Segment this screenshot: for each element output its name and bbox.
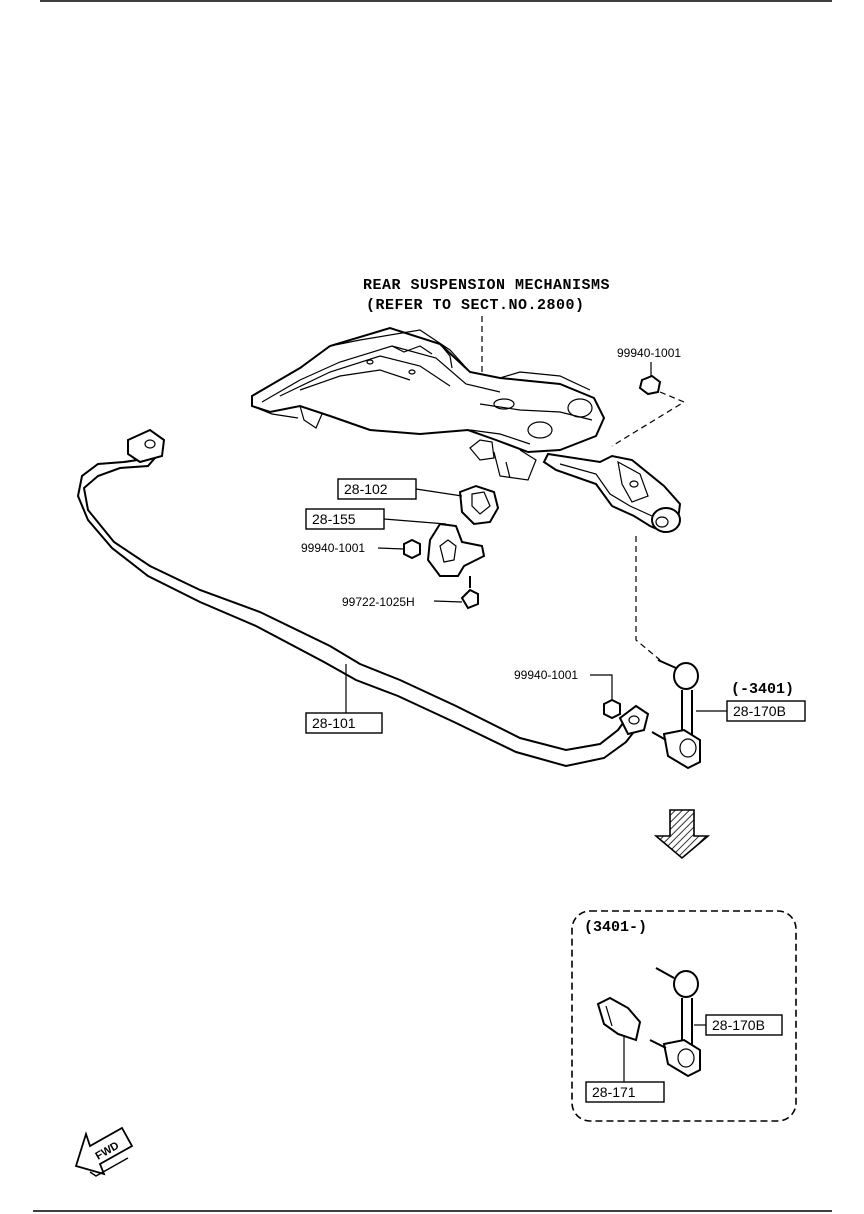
late-variant-frame	[571, 910, 797, 1122]
nut-bracket-number: 99940-1001	[301, 541, 365, 555]
stabilizer-bar-box	[305, 712, 383, 734]
crossmember-drawing	[251, 326, 682, 534]
nut-top-dash	[611, 391, 686, 447]
arm-to-link-dash	[635, 536, 661, 661]
bolt-part	[460, 576, 479, 610]
range-late: (3401-)	[584, 919, 647, 936]
section-reference: (REFER TO SECT.NO.2800)	[366, 297, 585, 314]
forward-arrow-icon: FWD	[74, 1126, 134, 1177]
nut-bar-end-number: 99940-1001	[514, 668, 578, 682]
link-early-number: 28-170B	[733, 703, 786, 719]
bushing-number: 28-102	[344, 481, 388, 497]
stabilizer-bar-number: 28-101	[312, 715, 356, 731]
bolt-number: 99722-1025H	[342, 595, 415, 609]
nut-bracket-leader	[377, 547, 405, 550]
link-late-part	[649, 967, 701, 1078]
link-late-number: 28-170B	[712, 1017, 765, 1033]
bracket-part	[426, 522, 486, 577]
cover-box	[585, 1081, 665, 1103]
nut-bar-end-part	[603, 698, 621, 720]
stabilizer-bar-part	[76, 428, 650, 768]
bushing-leader	[415, 488, 463, 497]
cover-number: 28-171	[592, 1084, 636, 1100]
link-early-part	[651, 659, 701, 770]
nut-top-number: 99940-1001	[617, 346, 681, 360]
nut-bracket-part	[403, 538, 421, 560]
bracket-number: 28-155	[312, 511, 356, 527]
nut-bar-end-leader	[590, 674, 613, 700]
bolt-leader	[433, 600, 463, 603]
cover-part	[596, 996, 642, 1042]
section-title: REAR SUSPENSION MECHANISMS	[363, 277, 610, 294]
transition-arrow-icon	[653, 809, 711, 860]
range-early: (-3401)	[731, 681, 794, 698]
bracket-leader	[383, 518, 447, 525]
nut-top-part	[638, 362, 662, 396]
bushing-part	[458, 484, 500, 526]
